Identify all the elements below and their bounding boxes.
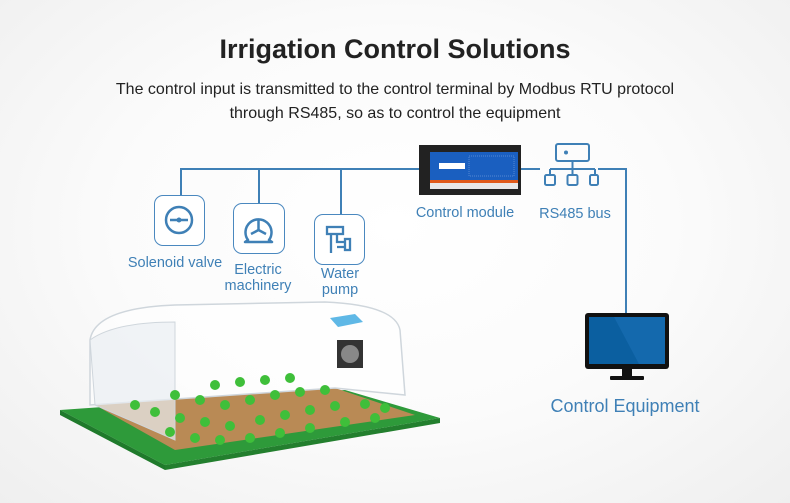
line-bus-right bbox=[598, 168, 626, 170]
label-line: machinery bbox=[224, 278, 292, 294]
control-module-image bbox=[419, 145, 521, 195]
rs485-bus-label: RS485 bus bbox=[539, 206, 611, 222]
water-pump-label: Water pump bbox=[300, 266, 380, 298]
label-line: Electric bbox=[234, 262, 282, 278]
monitor-icon bbox=[585, 313, 669, 380]
line-module-bus bbox=[520, 168, 540, 170]
subtitle-line-2: through RS485, so as to control the equi… bbox=[229, 105, 561, 122]
drop-pump bbox=[340, 168, 342, 214]
subtitle-line-1: The control input is transmitted to the … bbox=[115, 81, 675, 98]
greenhouse-illustration bbox=[60, 301, 440, 470]
water-pump-box bbox=[314, 214, 365, 265]
electric-machinery-label: Electric machinery bbox=[218, 262, 298, 294]
label-line: Water bbox=[320, 266, 360, 282]
solenoid-valve-icon bbox=[164, 205, 194, 235]
network-bus-icon bbox=[544, 143, 599, 186]
solenoid-valve-label: Solenoid valve bbox=[127, 255, 223, 271]
bus-line-left bbox=[180, 168, 422, 170]
control-module-label: Control module bbox=[415, 205, 515, 221]
label-line: pump bbox=[321, 282, 359, 298]
page-title: Irrigation Control Solutions bbox=[219, 34, 571, 64]
electric-machinery-box bbox=[233, 203, 285, 254]
motor-icon bbox=[243, 218, 274, 244]
water-pump-icon bbox=[325, 225, 352, 253]
line-to-equipment bbox=[625, 168, 627, 316]
drop-motor bbox=[258, 168, 260, 203]
solenoid-valve-box bbox=[154, 195, 205, 246]
drop-solenoid bbox=[180, 168, 182, 195]
control-equipment-label: Control Equipment bbox=[550, 396, 700, 416]
